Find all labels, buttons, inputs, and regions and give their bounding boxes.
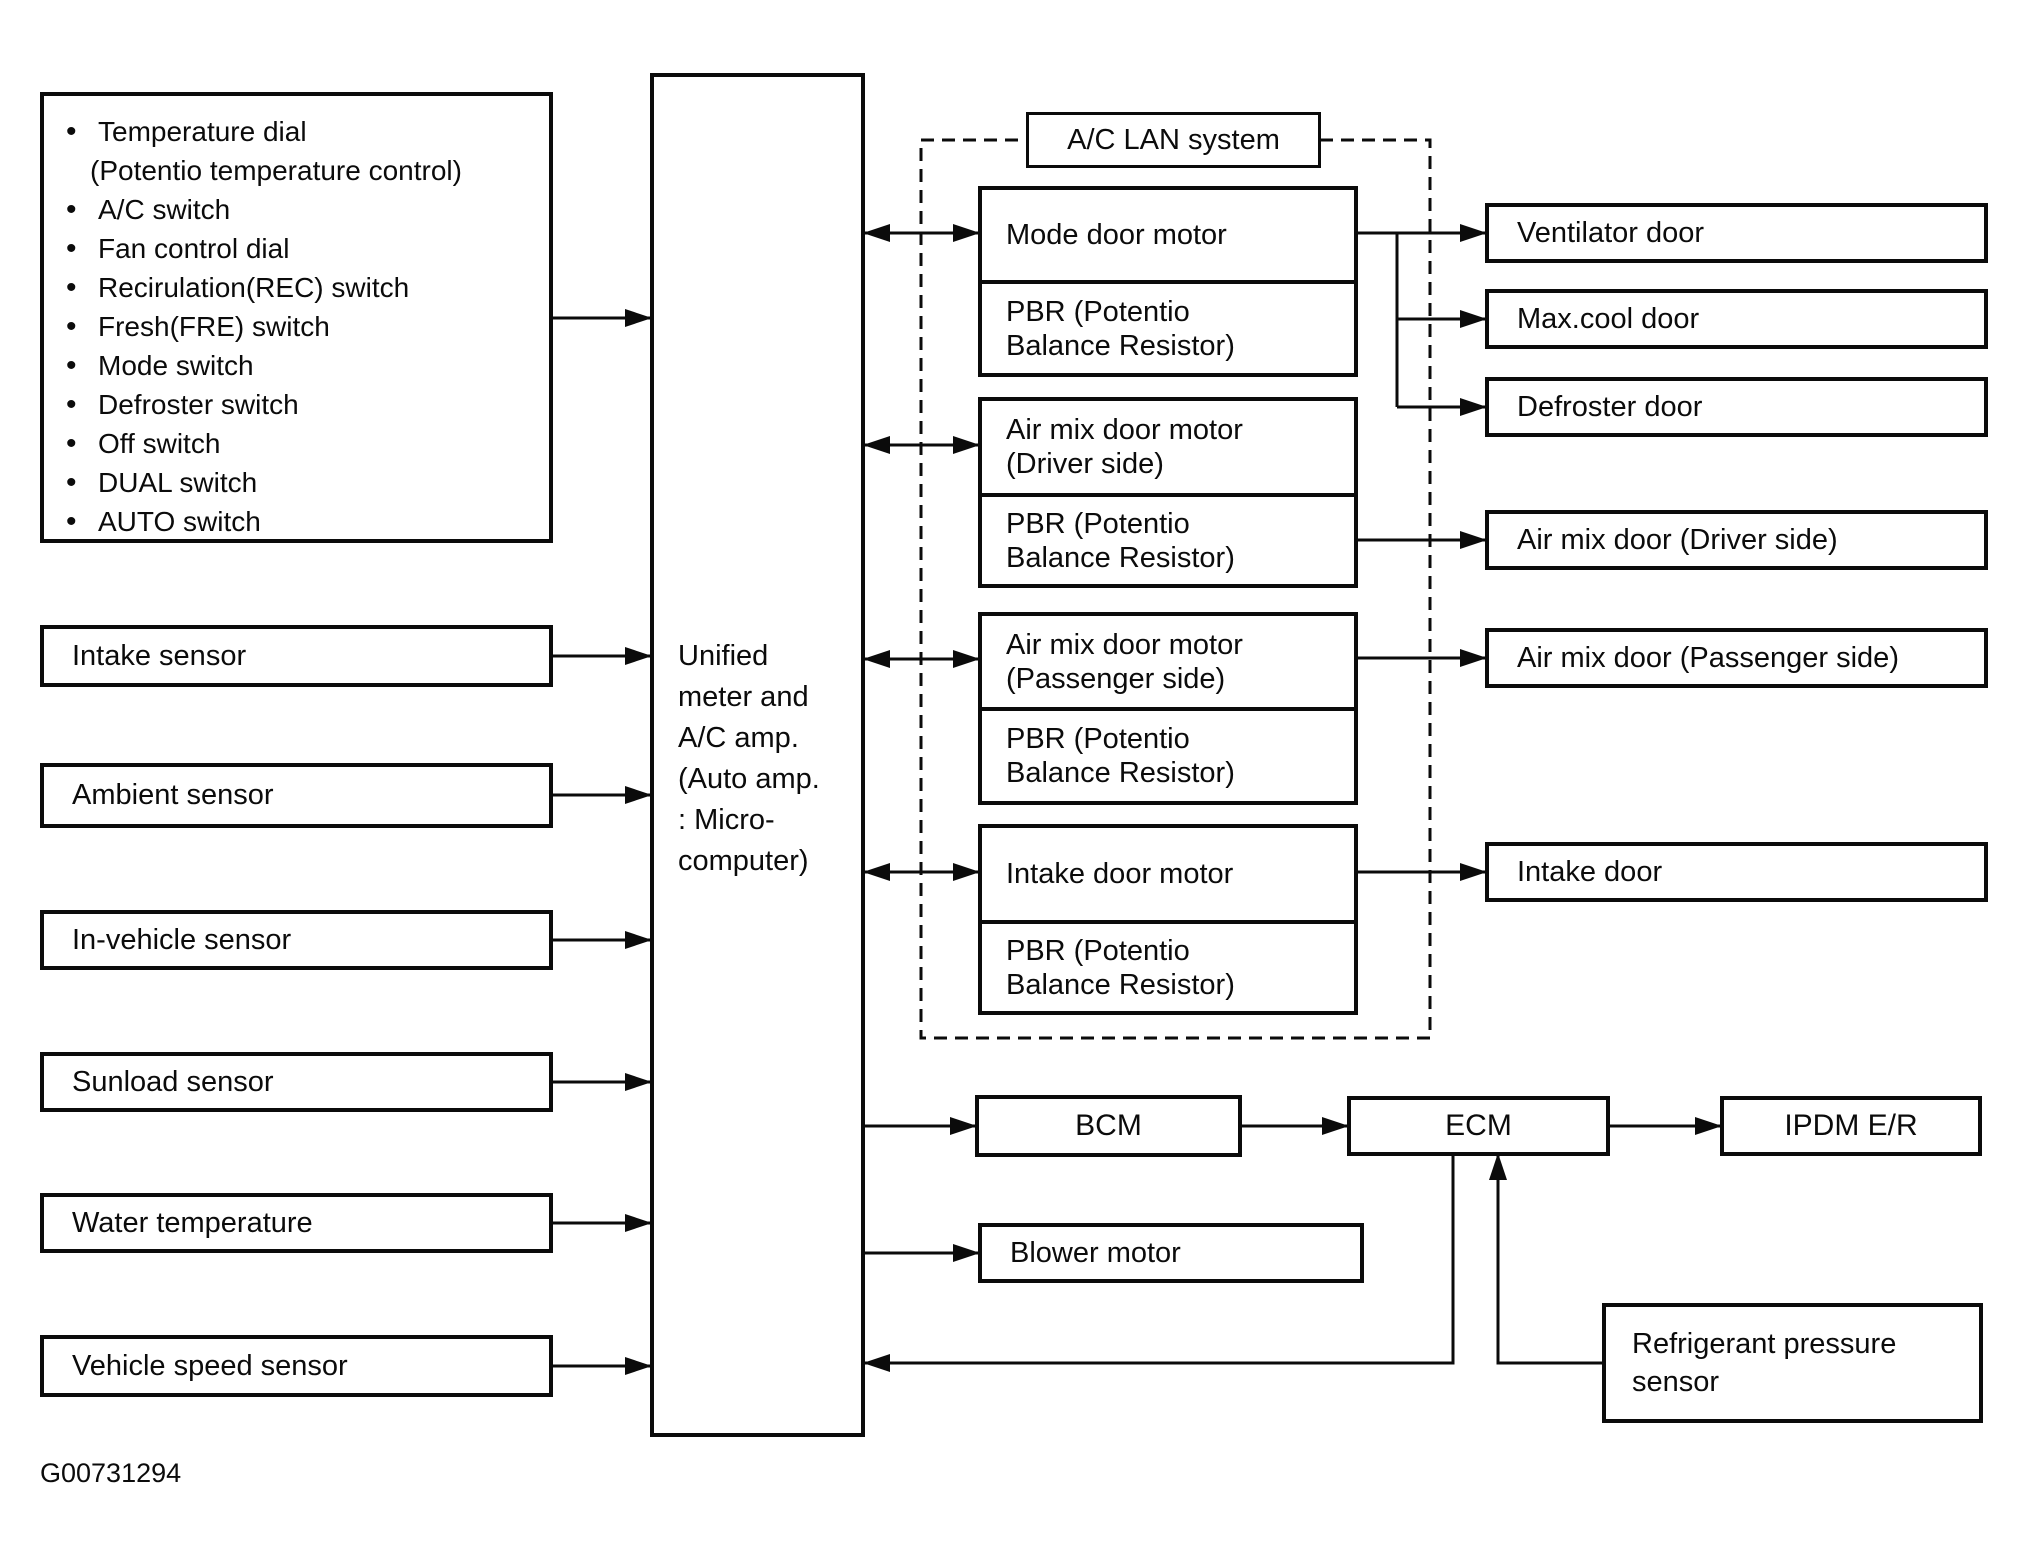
air-mix-driver-door-label: Air mix door (Driver side): [1517, 523, 1838, 556]
control-item-label: Temperature dial: [98, 116, 307, 147]
control-item: Mode switch: [44, 346, 549, 385]
control-item-label: (Potentio temperature control): [90, 155, 462, 186]
control-item-label: A/C switch: [98, 194, 231, 225]
ventilator-door-box: Ventilator door: [1485, 203, 1988, 263]
in-vehicle-sensor-box: In-vehicle sensor: [40, 910, 553, 970]
ventilator-door-label: Ventilator door: [1517, 216, 1705, 249]
ipdm-er-box: IPDM E/R: [1720, 1096, 1982, 1156]
mode-door-motor-section: Mode door motor: [982, 190, 1354, 280]
control-item-label: Defroster switch: [98, 389, 299, 420]
control-item: Fresh(FRE) switch: [44, 307, 549, 346]
control-item: Fan control dial: [44, 229, 549, 268]
defroster-door-label: Defroster door: [1517, 390, 1703, 423]
control-item: Temperature dial: [44, 112, 549, 151]
wire-ecm-to-amp: [863, 1155, 1455, 1372]
control-item: A/C switch: [44, 190, 549, 229]
control-item: DUAL switch: [44, 463, 549, 502]
control-item-label: Mode switch: [98, 350, 254, 381]
auto-amp-label: Unified meter and A/C amp. (Auto amp. : …: [678, 640, 820, 877]
air-mix-passenger-door-label: Air mix door (Passenger side): [1517, 641, 1899, 674]
pbr-label: PBR (Potentio Balance Resistor): [982, 707, 1354, 801]
control-item-label: Off switch: [98, 428, 221, 459]
ac-lan-title: A/C LAN system: [1067, 123, 1280, 156]
air-mix-passenger-motor-box: Air mix door motor (Passenger side) PBR …: [978, 612, 1358, 805]
ipdm-er-label: IPDM E/R: [1784, 1109, 1918, 1142]
intake-door-motor-box: Intake door motor PBR (Potentio Balance …: [978, 824, 1358, 1015]
air-mix-driver-motor-box: Air mix door motor (Driver side) PBR (Po…: [978, 397, 1358, 588]
blower-motor-label: Blower motor: [1010, 1236, 1181, 1269]
control-item: Defroster switch: [44, 385, 549, 424]
auto-amp-box: [650, 73, 865, 1437]
intake-sensor-label: Intake sensor: [72, 639, 247, 672]
pbr-label: PBR (Potentio Balance Resistor): [982, 280, 1354, 373]
wire-refrigerant-to-ecm: [1489, 1153, 1602, 1365]
intake-sensor-box: Intake sensor: [40, 625, 553, 687]
control-item-label: DUAL switch: [98, 467, 258, 498]
control-item-label: Fresh(FRE) switch: [98, 311, 330, 342]
figure-id-label: G00731294: [40, 1458, 182, 1488]
intake-door-label: Intake door: [1517, 855, 1663, 888]
mode-door-motor-box: Mode door motor PBR (Potentio Balance Re…: [978, 186, 1358, 377]
ecm-box: ECM: [1347, 1096, 1610, 1156]
control-item: Off switch: [44, 424, 549, 463]
max-cool-door-label: Max.cool door: [1517, 302, 1700, 335]
blower-motor-box: Blower motor: [978, 1223, 1364, 1283]
bcm-box: BCM: [975, 1095, 1242, 1157]
pbr-label: PBR (Potentio Balance Resistor): [982, 493, 1354, 584]
max-cool-door-box: Max.cool door: [1485, 289, 1988, 349]
intake-door-motor-section: Intake door motor: [982, 828, 1354, 920]
intake-door-box: Intake door: [1485, 842, 1988, 902]
ac-lan-title-box: A/C LAN system: [1026, 112, 1321, 168]
intake-door-motor-label: Intake door motor: [1006, 858, 1234, 890]
air-mix-driver-motor-label: Air mix door motor (Driver side): [1006, 414, 1243, 480]
mode-door-motor-label: Mode door motor: [1006, 219, 1227, 251]
air-mix-driver-door-box: Air mix door (Driver side): [1485, 510, 1988, 570]
control-item: Recirulation(REC) switch: [44, 268, 549, 307]
water-temperature-box: Water temperature: [40, 1193, 553, 1253]
air-mix-passenger-door-box: Air mix door (Passenger side): [1485, 628, 1988, 688]
in-vehicle-sensor-label: In-vehicle sensor: [72, 923, 292, 956]
bcm-label: BCM: [1075, 1109, 1142, 1142]
ambient-sensor-box: Ambient sensor: [40, 763, 553, 828]
defroster-door-box: Defroster door: [1485, 377, 1988, 437]
control-item: AUTO switch: [44, 502, 549, 541]
control-item-label: Fan control dial: [98, 233, 290, 264]
ecm-label: ECM: [1445, 1109, 1512, 1142]
vehicle-speed-sensor-label: Vehicle speed sensor: [72, 1349, 348, 1382]
control-item-note: (Potentio temperature control): [44, 151, 549, 190]
control-item-label: Recirulation(REC) switch: [98, 272, 410, 303]
sunload-sensor-label: Sunload sensor: [72, 1065, 274, 1098]
pbr-label: PBR (Potentio Balance Resistor): [982, 920, 1354, 1011]
air-mix-passenger-motor-label: Air mix door motor (Passenger side): [1006, 628, 1243, 695]
water-temperature-label: Water temperature: [72, 1206, 313, 1239]
refrigerant-pressure-sensor-label: Refrigerant pressure sensor: [1632, 1328, 1897, 1398]
ambient-sensor-label: Ambient sensor: [72, 779, 274, 811]
refrigerant-pressure-sensor-box: Refrigerant pressure sensor: [1602, 1303, 1983, 1423]
control-item-label: AUTO switch: [98, 506, 261, 537]
vehicle-speed-sensor-box: Vehicle speed sensor: [40, 1335, 553, 1397]
sunload-sensor-box: Sunload sensor: [40, 1052, 553, 1112]
controls-panel-box: Temperature dial (Potentio temperature c…: [40, 92, 553, 543]
